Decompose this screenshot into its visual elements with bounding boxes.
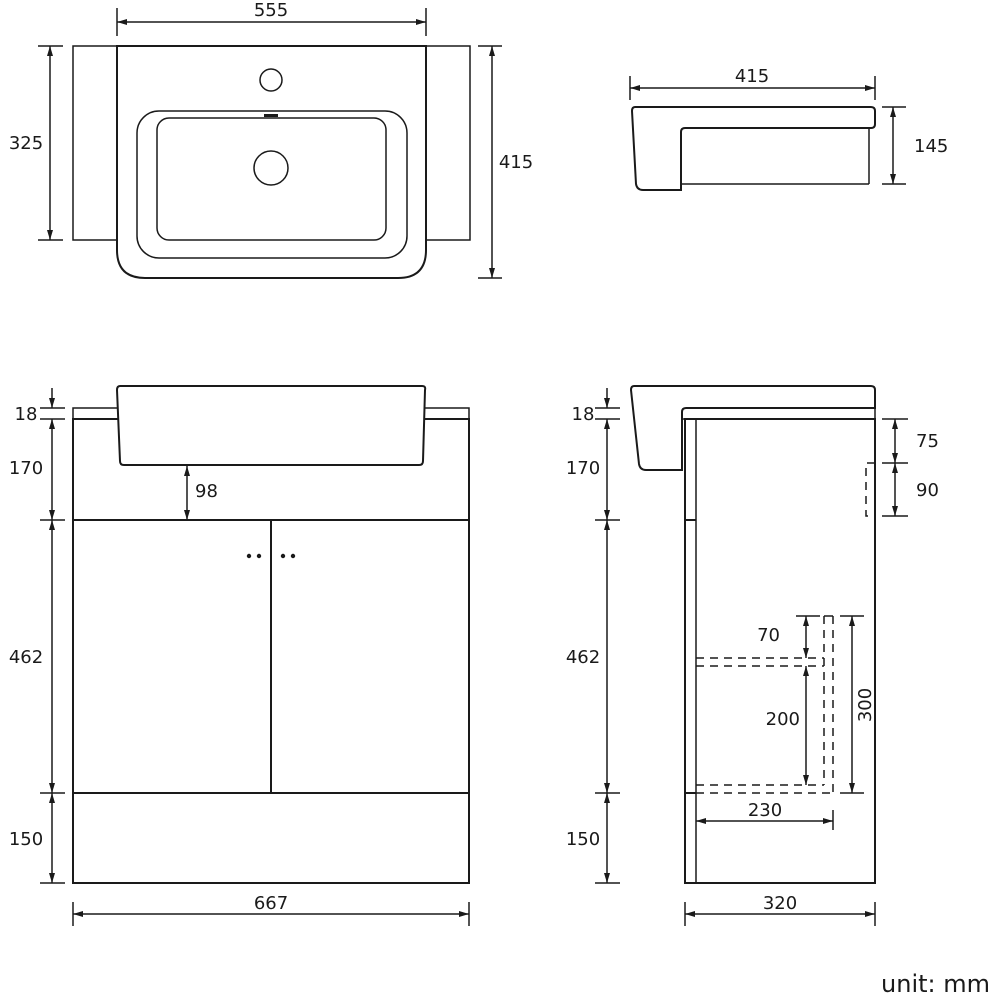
dim-basin-width: 555 [254, 0, 288, 21]
dim-top-thickness: 18 [15, 404, 38, 425]
door-knob-icon [280, 553, 286, 559]
door-knob-icon [290, 553, 296, 559]
cabinet-front-view: 18 170 462 150 98 667 [9, 385, 470, 926]
dim-shelf-gap-top: 70 [757, 625, 780, 646]
cabinet-side-view: 18 170 462 150 75 90 70 200 300 230 320 [566, 385, 939, 926]
dim-side-plinth: 150 [566, 829, 600, 850]
basin-top-view: 555 325 415 [9, 0, 533, 279]
dim-side-top-thickness: 18 [572, 404, 595, 425]
dim-service-offset: 75 [916, 431, 939, 452]
dim-side-top-panel: 170 [566, 458, 600, 479]
drain-icon [253, 150, 289, 186]
door-knob-icon [246, 553, 252, 559]
tap-hole-icon [259, 68, 283, 92]
dim-basin-side-depth: 325 [9, 133, 43, 154]
dim-shelf-depth: 230 [748, 800, 782, 821]
door-knob-icon [256, 553, 262, 559]
basin-side-profile [629, 385, 876, 471]
basin-front [115, 385, 427, 466]
overflow-slot [264, 114, 278, 117]
dim-service-height: 90 [916, 480, 939, 501]
dim-top-panel: 170 [9, 458, 43, 479]
dim-cabinet-width: 667 [254, 893, 288, 914]
basin-rim [136, 110, 408, 259]
basin-bowl [156, 117, 387, 241]
dim-shelf-spacing: 200 [766, 709, 800, 730]
basin-outline [116, 45, 427, 279]
basin-side-profile [630, 106, 876, 191]
right-wing-panel [425, 45, 471, 241]
cabinet-side-body [684, 418, 876, 884]
dim-side-door-height: 462 [566, 647, 600, 668]
dim-door-height: 462 [9, 647, 43, 668]
service-cutout [865, 462, 875, 517]
dim-basin-total-depth: 415 [499, 152, 533, 173]
unit-label: unit: mm [881, 970, 990, 998]
dim-plinth: 150 [9, 829, 43, 850]
basin-side-view: 415 145 [629, 66, 948, 191]
dim-basin-height: 145 [914, 136, 948, 157]
dim-cutout-height: 300 [855, 688, 876, 722]
dim-cabinet-depth: 320 [763, 893, 797, 914]
dim-basin-side-depth: 415 [735, 66, 769, 87]
dim-basin-clearance: 98 [195, 481, 218, 502]
left-wing-panel [72, 45, 118, 241]
